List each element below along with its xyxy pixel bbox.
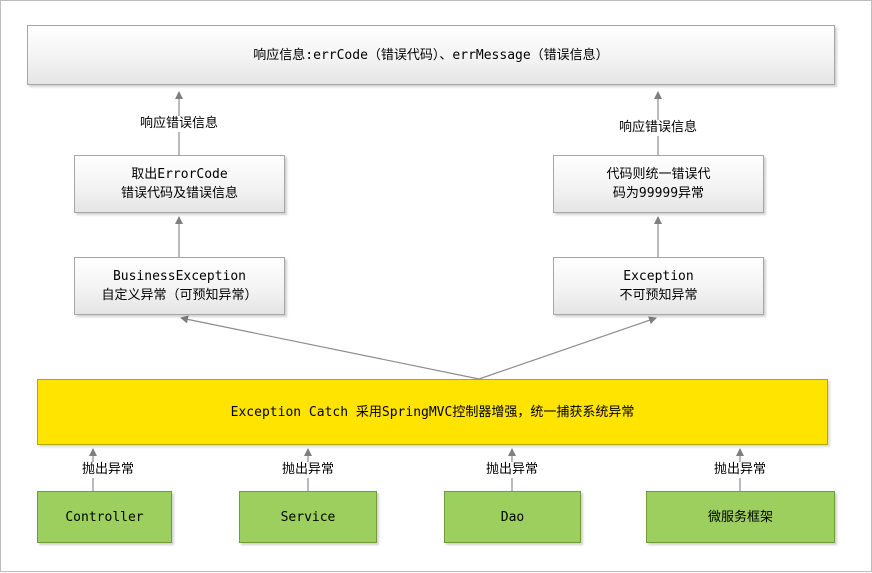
- source-dao: Dao: [444, 491, 581, 543]
- arrow-catch-to-exception: [478, 316, 657, 380]
- throw-label-framework: 抛出异常: [711, 462, 769, 478]
- code-line1: 代码则统一错误代: [606, 167, 711, 182]
- exception-catch-text: Exception Catch 采用SpringMVC控制器增强，统一捕获系统异…: [230, 404, 635, 420]
- left-response-label: 响应错误信息: [137, 116, 221, 132]
- source-service-label: Service: [280, 509, 336, 525]
- source-framework-label: 微服务框架: [707, 509, 773, 525]
- extract-line1: 取出ErrorCode: [131, 167, 228, 182]
- throw-label-service: 抛出异常: [279, 462, 337, 478]
- right-response-label: 响应错误信息: [616, 120, 700, 136]
- source-microservice-framework: 微服务框架: [646, 491, 835, 543]
- source-dao-label: Dao: [500, 509, 525, 525]
- throw-label-controller: 抛出异常: [79, 462, 137, 478]
- response-info-text: 响应信息:errCode（错误代码）、errMessage（错误信息）: [253, 47, 609, 63]
- throw-label-dao: 抛出异常: [483, 462, 541, 478]
- business-line2: 自定义异常（可预知异常）: [101, 288, 258, 303]
- exception-catch-bar: Exception Catch 采用SpringMVC控制器增强，统一捕获系统异…: [37, 379, 828, 445]
- source-service: Service: [239, 491, 377, 543]
- source-controller-label: Controller: [65, 509, 144, 525]
- unified-code-box: 代码则统一错误代 码为99999异常: [553, 155, 764, 213]
- business-exception-box: BusinessException 自定义异常（可预知异常）: [74, 257, 285, 315]
- extract-line2: 错误代码及错误信息: [120, 186, 238, 201]
- exception-box: Exception 不可预知异常: [553, 257, 764, 315]
- extract-errorcode-box: 取出ErrorCode 错误代码及错误信息: [74, 155, 285, 213]
- response-info-box: 响应信息:errCode（错误代码）、errMessage（错误信息）: [27, 25, 835, 85]
- business-line1: BusinessException: [112, 269, 247, 284]
- source-controller: Controller: [37, 491, 172, 543]
- arrow-catch-to-business: [180, 315, 480, 380]
- code-line2: 码为99999异常: [612, 186, 705, 201]
- exception-line1: Exception: [623, 269, 694, 284]
- exception-line2: 不可预知异常: [619, 288, 698, 303]
